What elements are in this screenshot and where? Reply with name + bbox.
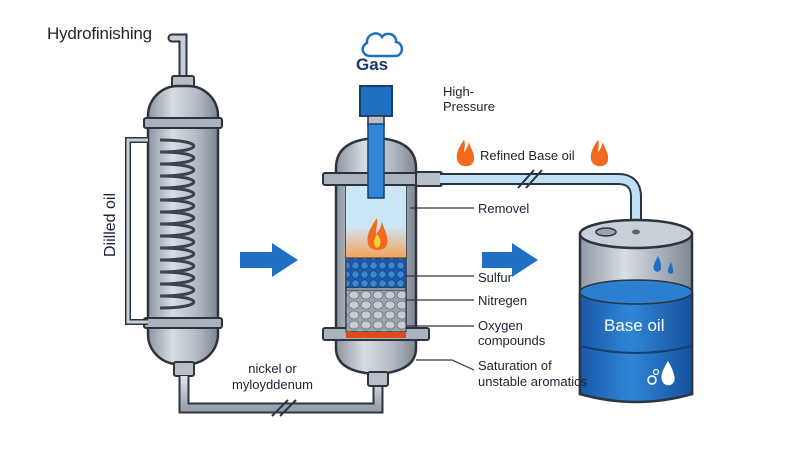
exchanger-coil	[159, 138, 195, 310]
cloud-icon	[361, 32, 404, 58]
sulfur-label: Sulfur	[478, 270, 512, 285]
water-drop-icon	[653, 256, 662, 272]
base-oil-drum	[578, 218, 694, 404]
pipe-break-mark	[517, 169, 543, 189]
arrow-right-icon	[240, 243, 298, 277]
distilled-oil-label: Diilled oil	[102, 192, 119, 258]
nitrogen-label: Nitregen	[478, 293, 528, 308]
refined-oil-pipe	[440, 169, 642, 228]
gas-label: Gas	[356, 55, 389, 74]
flame-icon	[367, 218, 388, 250]
catalyst-bed	[345, 289, 407, 333]
flame-icon	[456, 140, 475, 167]
removel-label: Removel	[478, 201, 530, 216]
refined-base-oil-label: Refined Base oil	[480, 148, 575, 163]
diagram-title: Hydrofinishing	[47, 24, 152, 43]
high-pressure-valve	[359, 85, 393, 117]
leader-lines	[406, 207, 475, 371]
pipe-break-mark	[271, 399, 297, 417]
oxygen-compounds-label: Oxygen compounds	[478, 318, 546, 348]
high-pressure-label: High- Pressure	[443, 84, 496, 114]
sulfur-bed	[345, 257, 407, 289]
water-drop-icon	[661, 361, 675, 386]
bottom-pipe	[178, 376, 384, 417]
catalyst-label: nickel or myloyddenum	[232, 361, 313, 392]
water-drop-icon	[667, 262, 674, 274]
reactor	[322, 85, 443, 387]
base-oil-label: Base oil	[604, 316, 665, 335]
flame-icon	[590, 140, 609, 167]
heat-exchanger	[125, 33, 223, 377]
saturation-label: Saturation of unstable aromatics	[478, 358, 588, 389]
arrow-right-icon	[482, 243, 538, 277]
